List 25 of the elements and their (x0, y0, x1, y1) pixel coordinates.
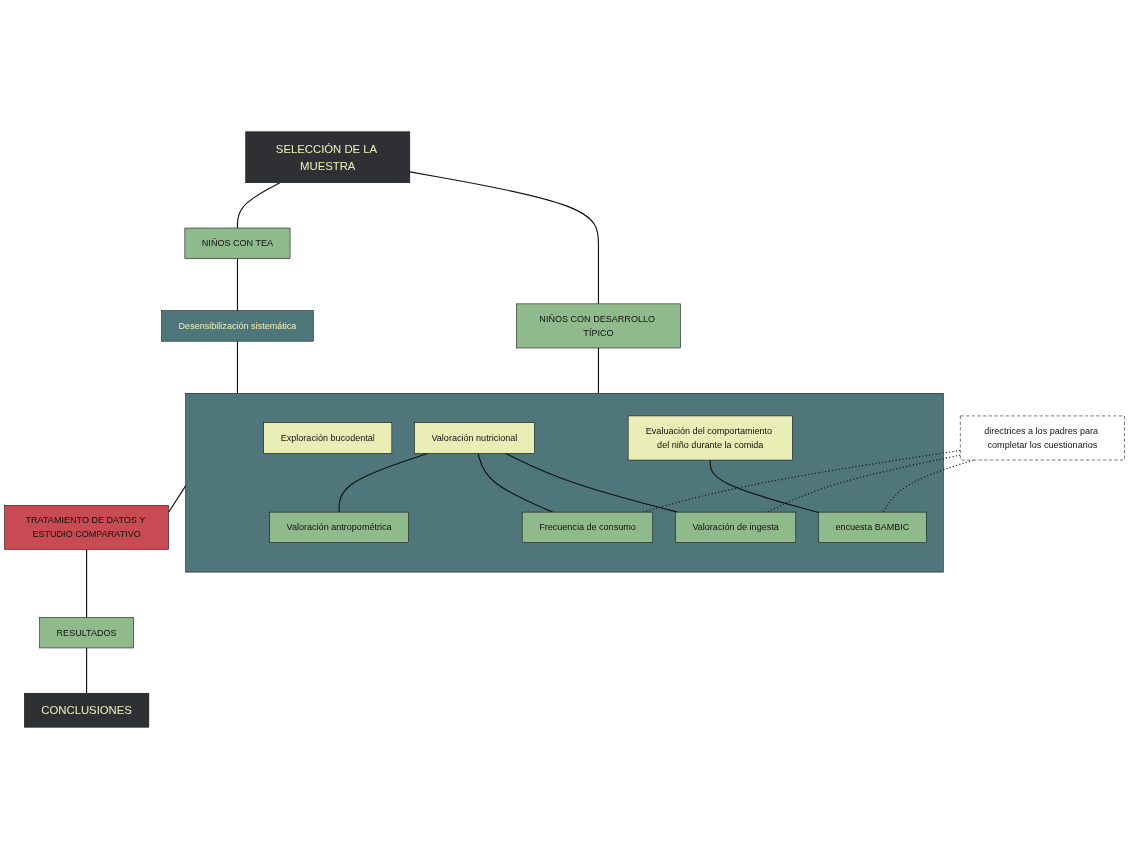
node-box: Exploración bucodental (263, 422, 393, 454)
connector (86, 647, 88, 694)
connector (168, 485, 187, 513)
cluster (185, 393, 944, 573)
node-box: directrices a los padres para completar los cuestionarios (960, 415, 1125, 461)
node-box: Valoración nutricional (414, 422, 535, 454)
node-box: RESULTADOS (39, 617, 134, 649)
connector (709, 459, 819, 514)
connector (86, 548, 88, 618)
node-box: Valoración antropométrica (269, 511, 409, 543)
node-box: NIÑOS CON DESARROLLO TÍPICO (516, 303, 681, 349)
node-box: Valoración de ingesta (675, 511, 797, 543)
node-box: Frecuencia de consumo (521, 511, 654, 543)
connector (597, 347, 600, 394)
connector (409, 171, 600, 305)
connector (236, 340, 239, 394)
node-box: Desensibilización sistemática (161, 310, 314, 342)
node-box: encuesta BAMBIC (818, 511, 927, 543)
connector (236, 258, 239, 312)
node-box: CONCLUSIONES (24, 692, 150, 728)
node-box: NIÑOS CON TEA (184, 227, 291, 259)
node-box: SELECCIÓN DE LA MUESTRA (245, 131, 411, 184)
node-box: TRATAMIENTO DE DATOS Y ESTUDIO COMPARATIVO (4, 505, 169, 550)
connector (236, 182, 281, 229)
node-box: Evaluación del comportamiento del niño durante la comida (627, 415, 793, 461)
